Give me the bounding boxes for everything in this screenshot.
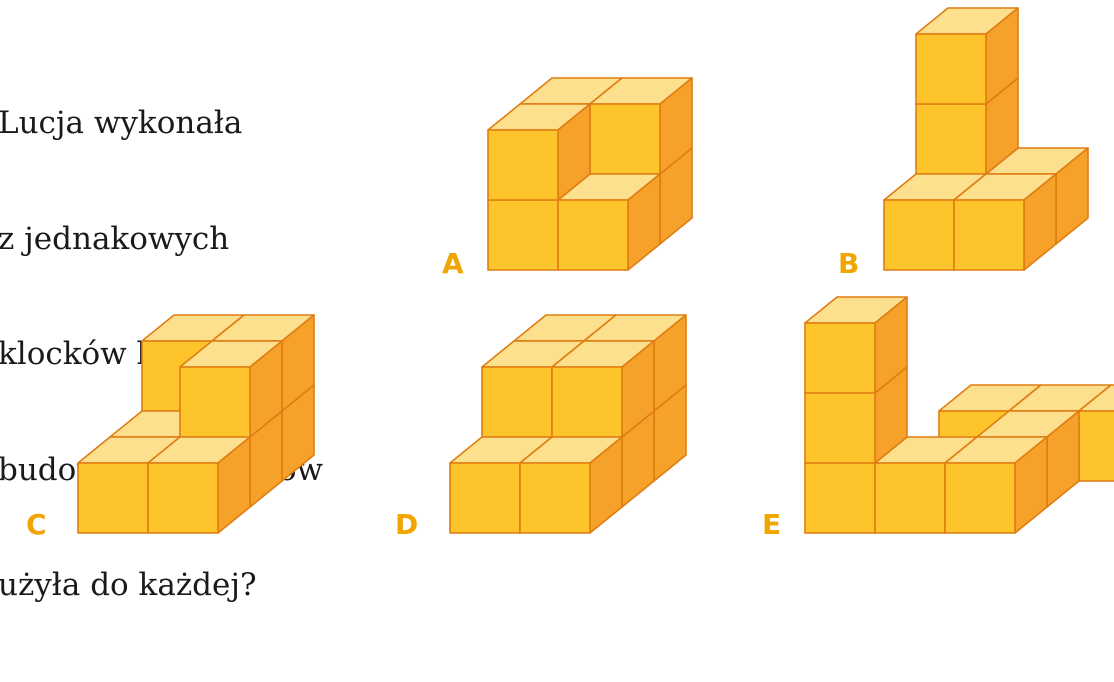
block-figures (77, 7, 1114, 534)
cube-top-face (1078, 384, 1114, 412)
cube-front-face (804, 392, 876, 464)
cube-front-face (487, 129, 559, 201)
figure-label-e: E (762, 508, 782, 541)
figure-label-d: D (395, 508, 419, 541)
figure-d-blocks (449, 314, 687, 534)
cube-front-face (883, 199, 955, 271)
cube-front-face (804, 322, 876, 394)
cube-front-face (519, 462, 591, 534)
cube-front-face (449, 462, 521, 534)
figure-b-blocks (883, 7, 1089, 271)
figure-label-a: A (442, 247, 464, 280)
task-canvas: Lucja wykonała z jednakowych klocków kil… (0, 7, 1114, 603)
task-line: z jednakowych (0, 220, 230, 257)
cube-front-face (953, 199, 1025, 271)
cube-front-face (915, 33, 987, 105)
task-line: użyła do każdej? (0, 567, 257, 603)
figure-e-blocks (804, 296, 1114, 534)
cube-front-face (179, 366, 251, 438)
cube-front-face (557, 199, 629, 271)
figure-c-blocks (77, 314, 315, 534)
cube-front-face (589, 103, 661, 175)
cube-front-face (804, 462, 876, 534)
figure-label-b: B (838, 247, 860, 280)
cube-front-face (915, 103, 987, 175)
cube-front-face (487, 199, 559, 271)
figure-label-c: C (26, 508, 47, 541)
cube-front-face (147, 462, 219, 534)
cube-front-face (944, 462, 1016, 534)
cube-front-face (77, 462, 149, 534)
cube-front-face (874, 462, 946, 534)
cube-front-face (551, 366, 623, 438)
cube-front-face (481, 366, 553, 438)
task-line: Lucja wykonała (0, 105, 243, 141)
figure-a-blocks (487, 77, 693, 271)
cube-front-face (1078, 410, 1114, 482)
